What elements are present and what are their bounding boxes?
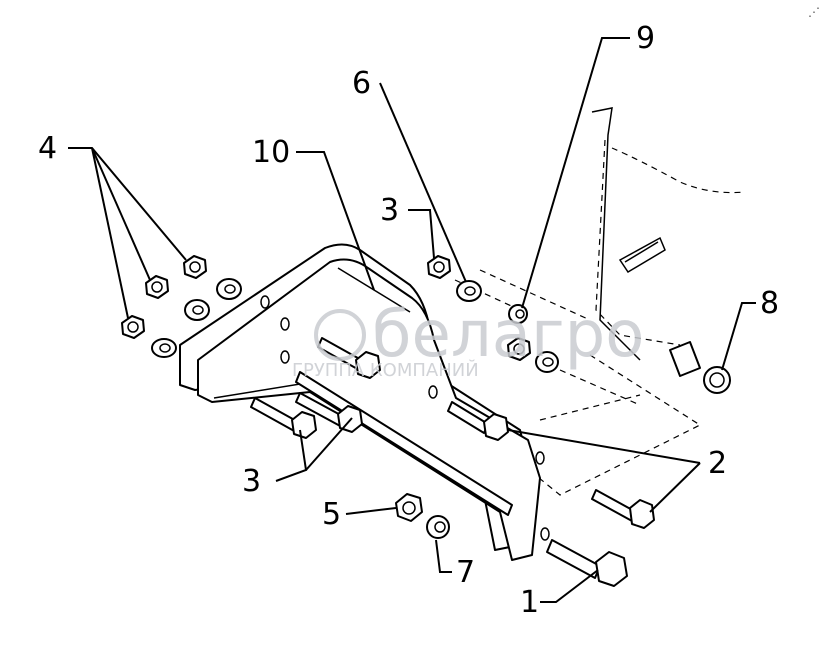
callout-3-bottom: 3 [242, 464, 261, 499]
callout-10: 10 [252, 135, 290, 170]
bolt-part-1 [546, 539, 628, 587]
watermark-subtitle: ГРУППА КОМПАНИЙ [292, 359, 479, 381]
bushing-part-8 [669, 341, 731, 394]
callout-6: 6 [352, 66, 371, 101]
callout-8: 8 [760, 286, 779, 321]
nut-part-3-top [427, 255, 451, 279]
bushing-part-9 [508, 304, 528, 324]
washer-part-7 [426, 515, 450, 539]
frame-outline [454, 107, 746, 496]
watermark: белагро ГРУППА КОМПАНИЙ [292, 298, 644, 381]
corner-mark: ⋰ [808, 5, 820, 19]
nut-part-5 [395, 493, 423, 522]
nut-part-4 [121, 255, 207, 339]
callout-5: 5 [322, 497, 341, 532]
washers-left [151, 278, 242, 358]
leader-lines [68, 37, 756, 603]
callout-9: 9 [636, 21, 655, 56]
bolt-part-2 [447, 401, 655, 529]
bolt-part-3 [250, 337, 381, 439]
washer-part-6 [456, 280, 482, 302]
watermark-brand: белагро [372, 298, 644, 372]
callout-4: 4 [38, 131, 57, 166]
nut-right [507, 337, 559, 373]
callout-7: 7 [456, 555, 475, 590]
callout-1: 1 [520, 585, 539, 620]
callout-labels: 4 10 6 3 9 8 2 3 5 7 1 [38, 21, 779, 620]
callout-3-top: 3 [380, 193, 399, 228]
callout-2: 2 [708, 446, 727, 481]
